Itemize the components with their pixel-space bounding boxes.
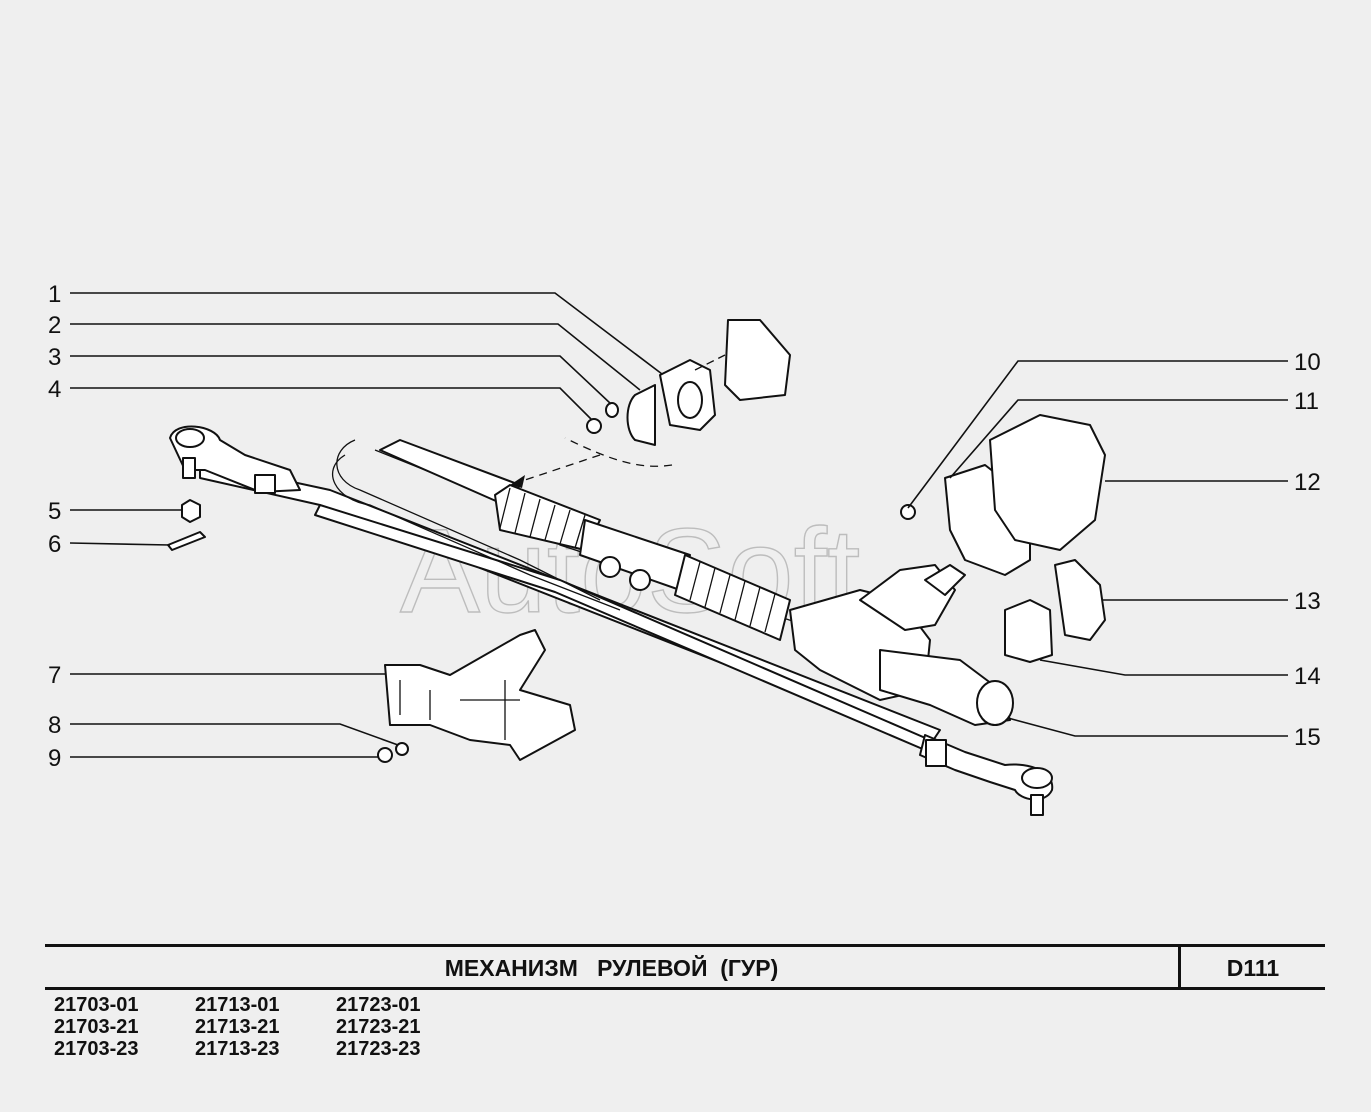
callout-13: 13 — [1294, 588, 1321, 615]
support-bracket — [1054, 559, 1106, 641]
cotter-pin — [167, 531, 206, 551]
steering-rack-assembly — [167, 319, 1106, 816]
boot-cover — [989, 414, 1106, 551]
model-column: 21713-01 21713-21 21713-23 — [195, 994, 336, 1060]
ball-joint-right — [1021, 767, 1053, 789]
model-codes: 21703-01 21703-21 21703-23 21713-01 2171… — [54, 994, 477, 1060]
model-code: 21713-21 — [195, 1016, 280, 1038]
tie-rod-end-right — [919, 734, 1054, 801]
model-code: 21703-01 — [54, 994, 139, 1016]
rack-end-cap — [976, 680, 1014, 726]
title-bar: МЕХАНИЗМ РУЛЕВОЙ (ГУР) D111 — [45, 944, 1325, 990]
rack-support-bore — [677, 381, 703, 419]
nut-9 — [377, 747, 393, 763]
tie-rod-clamp-left — [254, 474, 276, 494]
model-code: 21713-01 — [195, 994, 280, 1016]
ball-pin-left — [182, 457, 196, 479]
callout-numbers-left: 1 2 3 4 5 6 7 8 9 — [48, 281, 61, 772]
rack-bolt-1 — [599, 556, 621, 578]
callout-5: 5 — [48, 498, 61, 525]
callout-4: 4 — [48, 376, 61, 403]
callout-12: 12 — [1294, 469, 1321, 496]
model-code: 21713-23 — [195, 1038, 280, 1060]
nut-10 — [900, 504, 916, 520]
leader-lines-left — [69, 292, 663, 758]
tie-rod-clamp-right — [925, 739, 947, 767]
model-column: 21703-01 21703-21 21703-23 — [54, 994, 195, 1060]
model-column: 21723-01 21723-21 21723-23 — [336, 994, 477, 1060]
callout-11: 11 — [1294, 388, 1319, 415]
callout-1: 1 — [48, 281, 61, 308]
ball-joint-left — [175, 428, 205, 448]
support-cushion — [1004, 599, 1053, 663]
model-code: 21703-23 — [54, 1038, 139, 1060]
callout-14: 14 — [1294, 663, 1321, 690]
ball-pin-right — [1030, 794, 1044, 816]
diagram-code: D111 — [1226, 955, 1280, 981]
mounting-plate — [724, 319, 791, 401]
callout-3: 3 — [48, 344, 61, 371]
pinion-shaft — [924, 564, 966, 596]
mounting-bracket — [384, 629, 576, 761]
callout-8: 8 — [48, 712, 61, 739]
diagram-title: МЕХАНИЗМ РУЛЕВОЙ (ГУР) — [444, 955, 779, 981]
callout-numbers-right: 10 11 12 13 14 15 — [1294, 349, 1321, 751]
model-code: 21723-21 — [336, 1016, 421, 1038]
callout-15: 15 — [1294, 724, 1321, 751]
title-divider — [1178, 947, 1181, 987]
rack-bolt-2 — [629, 569, 651, 591]
nut-4 — [586, 418, 602, 434]
model-code: 21703-21 — [54, 1016, 139, 1038]
model-code: 21723-23 — [336, 1038, 421, 1060]
callout-7: 7 — [48, 662, 61, 689]
callout-6: 6 — [48, 531, 61, 558]
leader-lines-right — [907, 360, 1288, 737]
boot-right — [674, 554, 791, 641]
clamp — [626, 384, 656, 446]
model-code: 21723-01 — [336, 994, 421, 1016]
washer-3 — [605, 402, 619, 418]
castle-nut — [181, 499, 201, 523]
callout-2: 2 — [48, 312, 61, 339]
callout-9: 9 — [48, 745, 61, 772]
callout-10: 10 — [1294, 349, 1321, 376]
washer-8 — [395, 742, 409, 756]
